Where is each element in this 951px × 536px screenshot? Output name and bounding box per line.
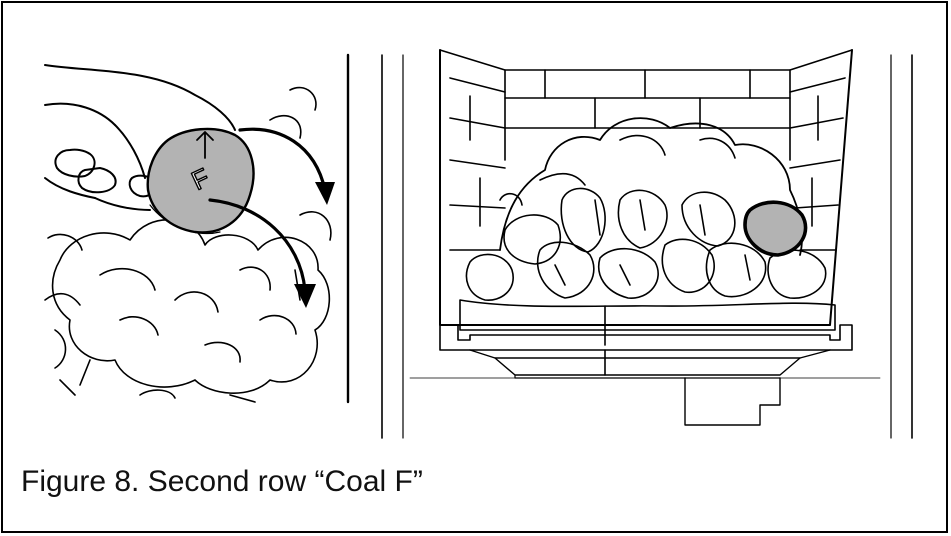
hand-placing-coal-illustration: F bbox=[45, 55, 348, 402]
highlighted-coal-outline bbox=[745, 202, 806, 255]
figure-caption: Figure 8. Second row “Coal F” bbox=[21, 465, 423, 499]
fireplace-coal-bed-illustration bbox=[382, 50, 912, 438]
